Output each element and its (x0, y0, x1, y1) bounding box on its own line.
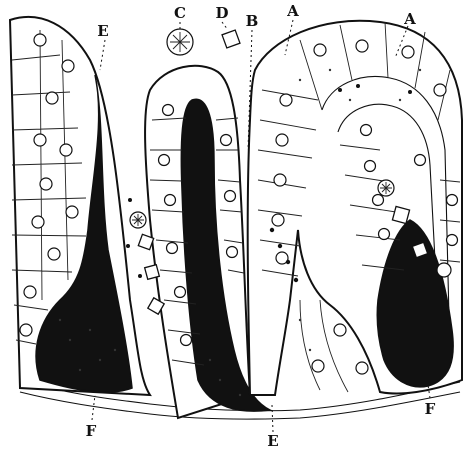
nucleus (62, 60, 74, 72)
label-c: C (174, 4, 186, 22)
nucleus (163, 105, 174, 116)
label-a-left: A (286, 2, 299, 20)
goblet-cell-star (437, 263, 451, 277)
nucleus (312, 360, 324, 372)
nucleus (447, 235, 458, 246)
nucleus (274, 174, 286, 186)
label-d: D (215, 4, 228, 22)
nucleus (276, 134, 288, 146)
label-e-top: E (97, 22, 108, 40)
nucleus (225, 191, 236, 202)
nucleus (447, 195, 458, 206)
granule (338, 88, 342, 92)
nucleus (280, 94, 292, 106)
granule (278, 244, 282, 248)
villus-left (10, 17, 150, 395)
nucleus (34, 34, 46, 46)
nucleus (365, 161, 376, 172)
granule (138, 274, 142, 278)
granule (126, 244, 130, 248)
crystal (145, 265, 160, 280)
nucleus (20, 324, 32, 336)
label-f-right: F (425, 400, 436, 418)
nucleus (314, 44, 326, 56)
nucleus (221, 135, 232, 146)
granule (270, 228, 274, 232)
nucleus (159, 155, 170, 166)
nucleus (167, 243, 178, 254)
granule (408, 90, 412, 94)
nucleus (60, 144, 72, 156)
nucleus (24, 286, 36, 298)
nucleus (40, 178, 52, 190)
granule (286, 260, 290, 264)
nucleus (356, 362, 368, 374)
nucleus (356, 40, 368, 52)
nucleus (272, 214, 284, 226)
nucleus (32, 216, 44, 228)
nucleus (181, 335, 192, 346)
nucleus (415, 155, 426, 166)
nucleus (165, 195, 176, 206)
granule (128, 198, 132, 202)
nucleus (175, 287, 186, 298)
nucleus (379, 229, 390, 240)
label-b: B (246, 12, 259, 30)
nucleus (373, 195, 384, 206)
nucleus (34, 134, 46, 146)
label-f-left: F (86, 422, 97, 440)
label-e-bottom: E (267, 432, 278, 450)
nucleus (402, 46, 414, 58)
nucleus (66, 206, 78, 218)
nucleus (46, 92, 58, 104)
nucleus (434, 84, 446, 96)
nucleus (48, 248, 60, 260)
crystal (392, 206, 409, 223)
nucleus (227, 247, 238, 258)
free-cell-d (222, 30, 240, 48)
nucleus (334, 324, 346, 336)
nucleus (361, 125, 372, 136)
granule (294, 278, 298, 282)
free-cell-c (167, 29, 193, 55)
granule (356, 84, 360, 88)
villus-right (248, 21, 462, 395)
label-a-right: A (403, 10, 416, 28)
